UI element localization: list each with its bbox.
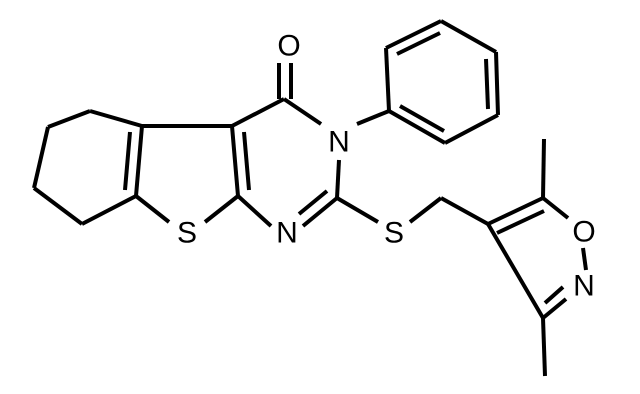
bond — [541, 297, 568, 320]
atom-label-sulfur: S — [384, 217, 404, 250]
bond — [230, 125, 240, 197]
bond — [282, 97, 323, 126]
bond — [32, 126, 50, 189]
bond — [242, 131, 251, 191]
bond — [541, 138, 546, 199]
bond — [384, 47, 391, 112]
atom-label-nitrogen: N — [573, 270, 595, 303]
bond — [123, 131, 132, 191]
bond — [581, 247, 588, 271]
bond — [487, 196, 544, 226]
bond — [47, 109, 91, 129]
bond — [301, 196, 339, 228]
bond — [89, 109, 143, 128]
bonds — [32, 19, 588, 377]
bond — [440, 196, 489, 226]
bond — [335, 159, 341, 199]
atom-labels: O N S N S O N — [177, 30, 596, 303]
bond — [541, 196, 570, 220]
bond — [297, 189, 329, 216]
atom-label-oxygen: O — [277, 30, 300, 63]
bond — [444, 113, 499, 145]
atom-label-oxygen: O — [572, 216, 595, 249]
bond — [396, 31, 441, 56]
bond — [541, 317, 547, 377]
bond — [231, 97, 285, 128]
bond — [543, 285, 565, 305]
atom-label-nitrogen: N — [276, 217, 298, 250]
bond — [335, 196, 380, 224]
bond — [356, 109, 390, 126]
bond — [388, 109, 446, 145]
bond — [81, 194, 137, 226]
bond — [385, 19, 442, 50]
bond — [236, 194, 273, 228]
bond — [203, 194, 240, 224]
bond — [408, 196, 443, 224]
bond — [496, 209, 545, 235]
bond — [486, 222, 545, 320]
atom-label-sulfur: S — [177, 217, 197, 250]
atom-label-nitrogen: N — [328, 126, 350, 159]
bond — [32, 186, 84, 226]
bond — [494, 51, 500, 116]
bond — [440, 19, 497, 54]
bond — [134, 125, 144, 197]
bond — [134, 194, 171, 224]
bond — [399, 104, 445, 133]
bond — [484, 58, 490, 110]
